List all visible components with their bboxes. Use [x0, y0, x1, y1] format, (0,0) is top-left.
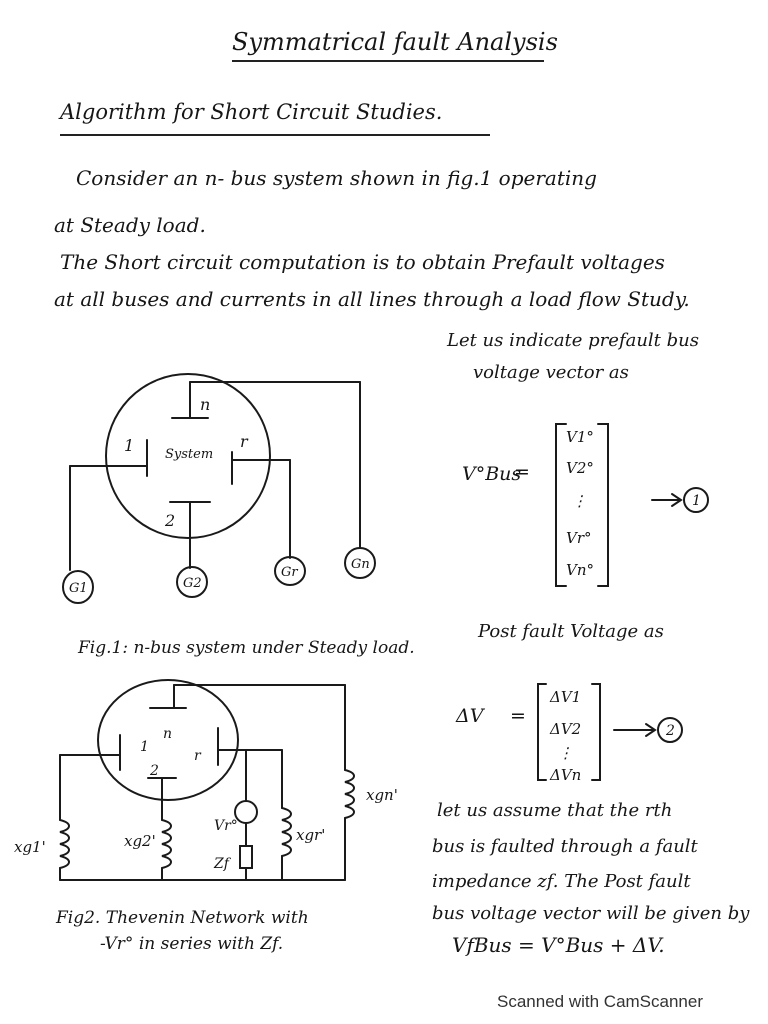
fig1-generator-Gn: [344, 547, 376, 579]
fig1-G1-label: G1: [69, 581, 88, 596]
heading-underline: [60, 134, 490, 136]
fig2-reactance-xg2: [161, 819, 172, 869]
right-text-2: voltage vector as: [473, 362, 629, 383]
eq1-entry-dots: ⋮: [572, 492, 587, 510]
eq2-entry-2: ΔV2: [549, 720, 581, 738]
eq1-arrow: [651, 487, 709, 513]
section-heading: Algorithm for Short Circuit Studies.: [60, 100, 443, 124]
fig2-impedance-label: Zf: [213, 856, 232, 872]
eq2-arrow: [613, 717, 683, 743]
fig1-Gn-label: Gn: [351, 557, 370, 572]
fig1-system-label: System: [165, 447, 213, 462]
fig2-reactance-xgn: [344, 769, 355, 819]
right-text-4: let us assume that the rth: [437, 800, 673, 821]
body-line-4: at all buses and currents in all lines t…: [54, 287, 690, 311]
eq2-equals: =: [510, 705, 526, 727]
fig2-voltage-source: [234, 800, 258, 824]
fig2-xg1-label: xg1': [14, 838, 46, 856]
eq2-entry-dots: ⋮: [558, 744, 573, 762]
fig1-system-circle: [105, 373, 271, 539]
fig2-bus-1-label: 1: [140, 739, 149, 755]
eq1-entry-1: V1°: [566, 428, 594, 446]
eq1-lhs: V°Bus: [462, 463, 521, 485]
fig1-bus-2-label: 2: [164, 511, 175, 530]
fig1-bus-1-label: 1: [124, 436, 134, 455]
fig1-caption: Fig.1: n-bus system under Steady load.: [78, 638, 415, 658]
body-line-3: The Short circuit computation is to obta…: [60, 250, 665, 274]
eq1-number: 1: [692, 493, 701, 509]
fig2-caption-line-2: -Vr° in series with Zf.: [100, 934, 284, 954]
eq2-entry-n: ΔVn: [549, 766, 581, 784]
right-text-7: bus voltage vector will be given by: [432, 903, 750, 924]
fig2-reactance-xg1: [59, 819, 70, 869]
fig1-generator-G1: [62, 570, 94, 604]
fig2-source-label: Vr°: [214, 818, 238, 834]
right-text-1: Let us indicate prefault bus: [447, 330, 699, 351]
scanner-watermark: Scanned with CamScanner: [497, 992, 704, 1011]
fig2-bus-2-label: 2: [149, 763, 159, 779]
fig1-Gr-label: Gr: [281, 565, 298, 580]
eq2-entry-1: ΔV1: [549, 688, 581, 706]
fig1-generator-G2: [176, 566, 208, 598]
eq3-final-equation: VfBus = V°Bus + ΔV.: [452, 933, 665, 957]
fig2-bus-n-label: n: [163, 726, 172, 742]
fig1-diagram: [62, 373, 376, 604]
fig2-xgr-label: xgr': [296, 826, 325, 844]
fig1-generator-Gr: [274, 556, 306, 586]
right-text-6: impedance zf. The Post fault: [432, 871, 691, 892]
eq2-number: 2: [665, 723, 675, 739]
eq1-equals: =: [514, 461, 530, 483]
eq2-matrix-brackets: [537, 683, 601, 781]
fig2-xg2-label: xg2': [124, 832, 156, 850]
fig2-diagram: [59, 679, 355, 881]
eq1-entry-2: V2°: [566, 459, 594, 477]
eq2-lhs: ΔV: [455, 705, 486, 727]
right-text-3: Post fault Voltage as: [478, 621, 664, 642]
fig2-fault-impedance: [239, 845, 253, 869]
fig1-G2-label: G2: [183, 576, 202, 591]
fig1-bus-r-label: r: [240, 432, 249, 451]
eq1-matrix-brackets: [555, 423, 609, 587]
fig2-reactance-xgr: [281, 807, 292, 857]
right-text-5: bus is faulted through a fault: [432, 836, 698, 857]
fig2-caption-line-1: Fig2. Thevenin Network with: [56, 908, 309, 928]
title-underline: [232, 60, 544, 62]
body-line-2: at Steady load.: [54, 213, 206, 237]
eq1-entry-n: Vn°: [566, 561, 594, 579]
fig2-bus-r-label: r: [194, 748, 202, 764]
fig2-xgn-label: xgn': [366, 786, 398, 804]
fig1-bus-n-label: n: [200, 395, 210, 414]
fig2-network-circle: [97, 679, 239, 801]
body-line-1: Consider an n- bus system shown in fig.1…: [76, 166, 597, 190]
eq1-entry-r: Vr°: [566, 529, 592, 547]
page-title: Symmatrical fault Analysis: [232, 28, 558, 56]
